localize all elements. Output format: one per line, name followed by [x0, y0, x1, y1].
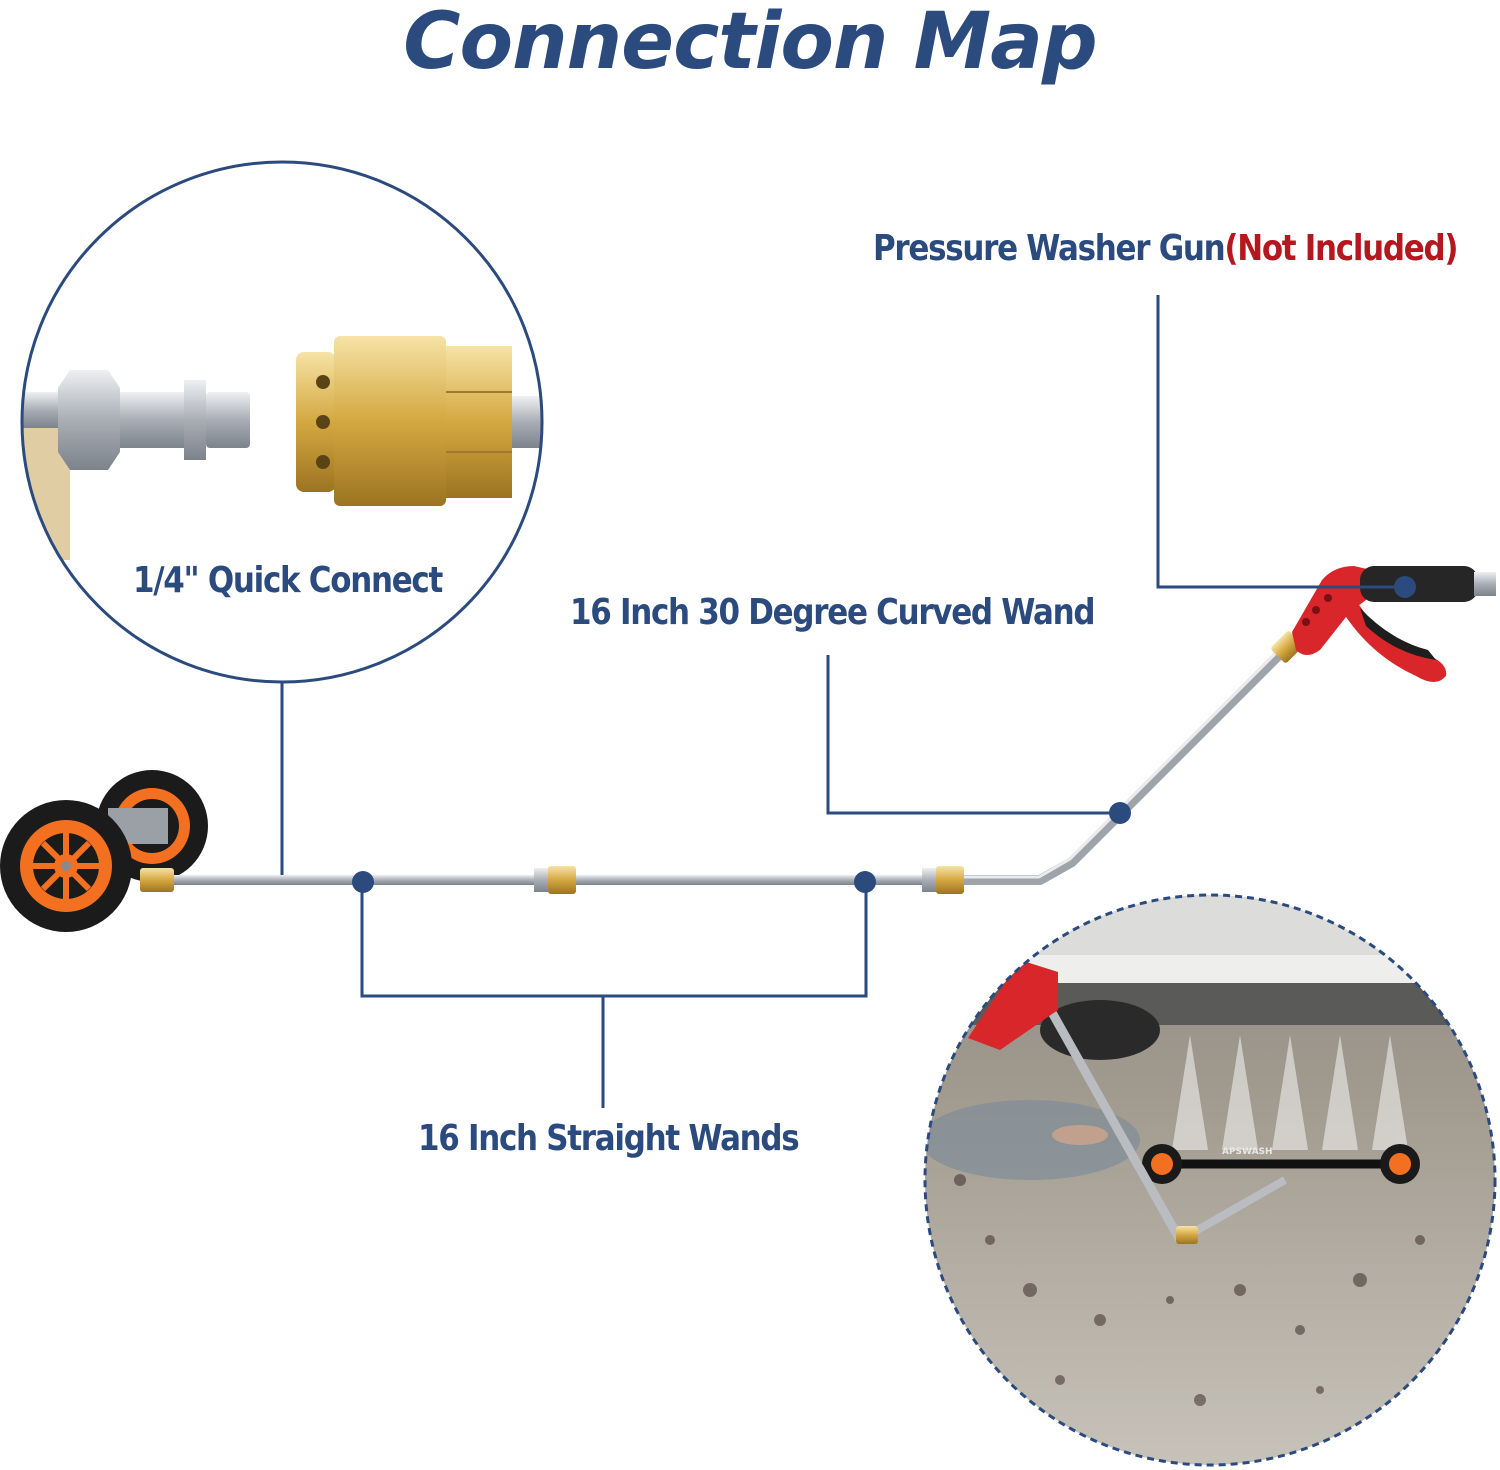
- straight-wands-label: 16 Inch Straight Wands: [418, 1118, 800, 1159]
- wand-coupler-1: [534, 866, 576, 894]
- curved-wand: [964, 646, 1288, 885]
- curved-wand-label: 16 Inch 30 Degree Curved Wand: [570, 592, 1096, 633]
- curved-wand-leader-line: [826, 655, 1120, 815]
- page-title: Connection Map: [403, 0, 1097, 87]
- photo-brand-label: APSWASH: [1222, 1147, 1273, 1157]
- gun-dot: [1394, 576, 1416, 598]
- straight-wands-bracket: [360, 882, 868, 998]
- quick-connect-label: 1/4" Quick Connect: [133, 560, 443, 601]
- undercarriage-cleaner-icon: [0, 770, 208, 932]
- gun-leader-line: [1156, 295, 1405, 589]
- curved-wand-dot: [1109, 802, 1131, 824]
- brass-coupler-icon: [296, 336, 542, 506]
- pressure-washer-gun-icon: [1292, 566, 1496, 682]
- gun-not-included-note: (Not Included): [1224, 228, 1458, 269]
- wand-coupler-2: [922, 866, 964, 894]
- gun-label: Pressure Washer Gun(Not Included): [873, 228, 1459, 269]
- straight-wand-2: [576, 875, 922, 885]
- straight-wand-dot-1: [352, 871, 374, 893]
- quick-connect-plug-icon: [58, 370, 250, 470]
- gun-label-text: Pressure Washer Gun: [873, 228, 1226, 269]
- usage-photo-icon: APSWASH: [923, 893, 1497, 1467]
- quick-connect-zoom: [20, 160, 544, 684]
- straight-wand-dot-2: [854, 871, 876, 893]
